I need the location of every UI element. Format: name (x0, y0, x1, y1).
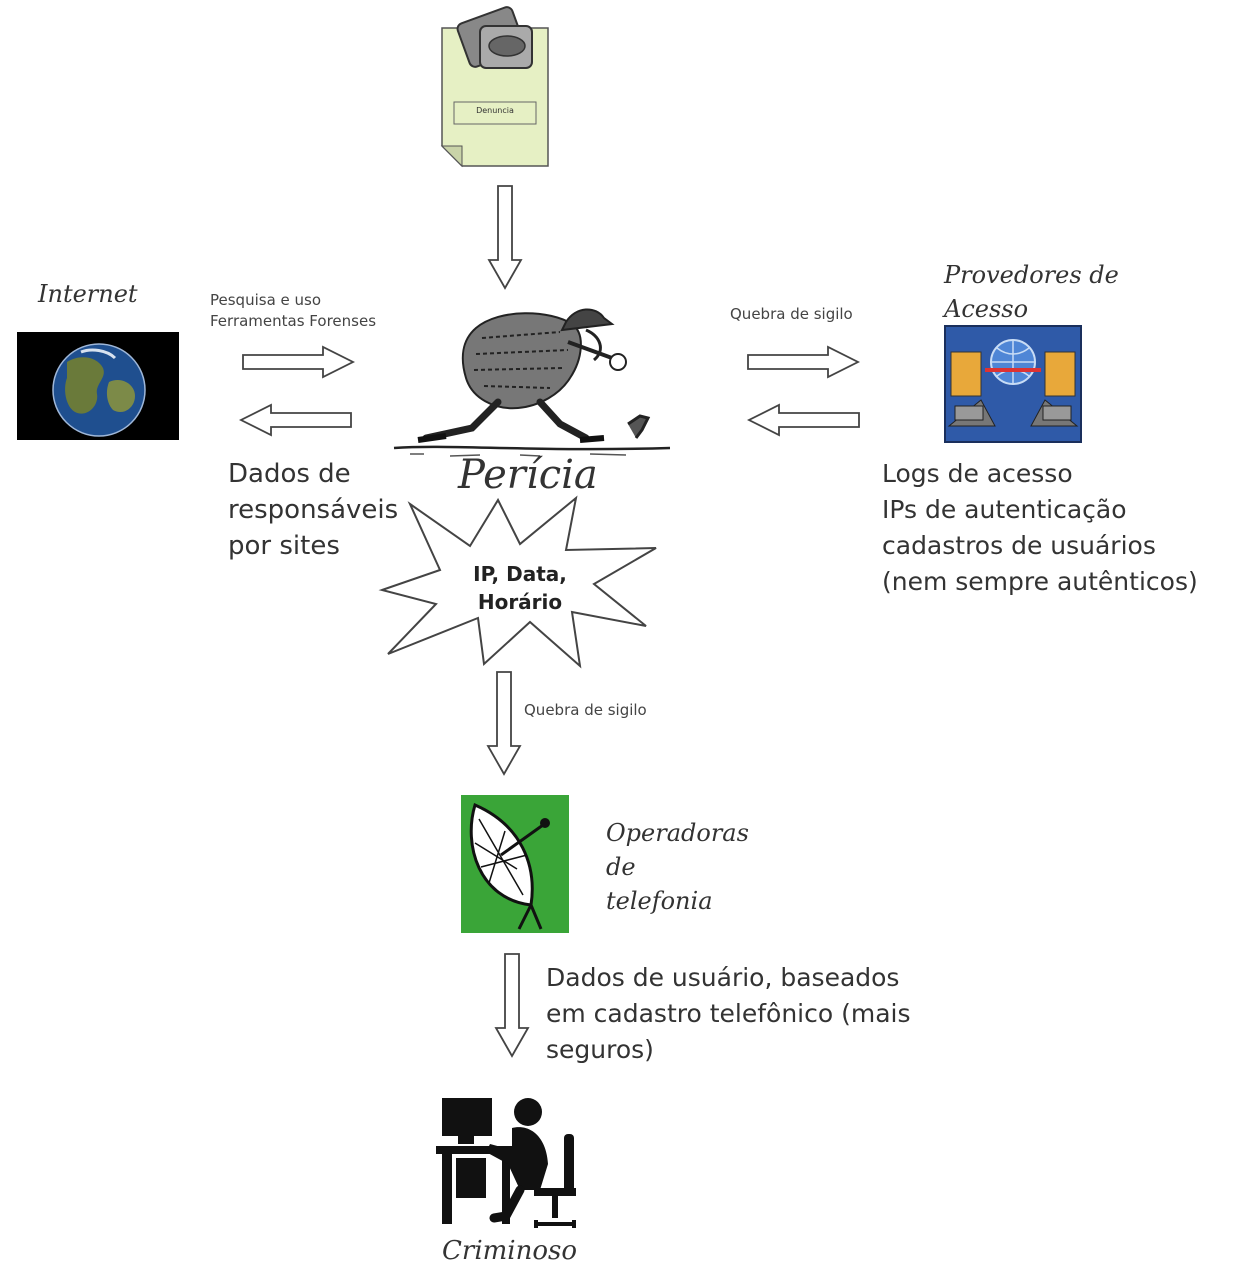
operadoras-line2: de (606, 853, 636, 881)
internet-result-text: Dados de responsáveis por sites (228, 456, 398, 564)
operadoras-line1: Operadoras (606, 819, 749, 847)
provider-result-text: Logs de acesso IPs de autenticação cadas… (882, 456, 1198, 600)
burst-line2: Horário (477, 590, 563, 614)
burst-shape (378, 495, 657, 669)
telco-result-text: Dados de usuário, baseados em cadastro t… (546, 960, 911, 1068)
provider-result-line1: Logs de acesso (882, 459, 1073, 488)
burst-text: IP, Data, Horário (440, 560, 600, 616)
provedores-label-line2: Acesso (944, 295, 1029, 323)
arrow-right-provedores (747, 345, 861, 379)
internet-query-line2: Ferramentas Forenses (210, 312, 377, 330)
telco-result-line3: seguros) (546, 1035, 654, 1064)
criminoso-label: Criminoso (442, 1236, 578, 1266)
arrow-down-3 (494, 953, 530, 1058)
provider-result-line2: IPs de autenticação (882, 495, 1127, 524)
pericia-label: Perícia (458, 452, 598, 498)
provider-query-text: Quebra de sigilo (730, 305, 853, 323)
internet-query-text: Pesquisa e uso Ferramentas Forenses (210, 290, 376, 332)
detective-icon (393, 308, 671, 457)
burst-line1: IP, Data, (473, 562, 567, 586)
network-computers-icon (944, 325, 1082, 443)
provider-result-line3: cadastros de usuários (882, 531, 1156, 560)
computer-user-icon (436, 1098, 576, 1228)
arrow-down-1 (487, 185, 523, 290)
operadoras-line3: telefonia (606, 887, 713, 915)
internet-result-line3: por sites (228, 531, 340, 561)
arrow-right-internet (242, 345, 356, 379)
arrow-down-2 (486, 671, 522, 776)
document-icon (440, 6, 549, 168)
telco-result-line1: Dados de usuário, baseados (546, 963, 900, 992)
arrow-left-provedores (746, 403, 860, 437)
provedores-label: Provedores de Acesso (944, 258, 1119, 326)
internet-result-line1: Dados de (228, 459, 351, 489)
telco-query-text: Quebra de sigilo (524, 701, 647, 719)
operadoras-label: Operadoras de telefonia (606, 816, 749, 918)
arrow-left-internet (238, 403, 352, 437)
provider-result-line4: (nem sempre autênticos) (882, 567, 1198, 596)
telco-result-line2: em cadastro telefônico (mais (546, 999, 911, 1028)
internet-label: Internet (38, 280, 138, 308)
internet-query-line1: Pesquisa e uso (210, 291, 322, 309)
internet-result-line2: responsáveis (228, 495, 399, 525)
globe-icon (17, 332, 179, 440)
provedores-label-line1: Provedores de (944, 261, 1119, 289)
satellite-dish-icon (461, 795, 569, 933)
document-label: Denuncia (476, 106, 514, 115)
